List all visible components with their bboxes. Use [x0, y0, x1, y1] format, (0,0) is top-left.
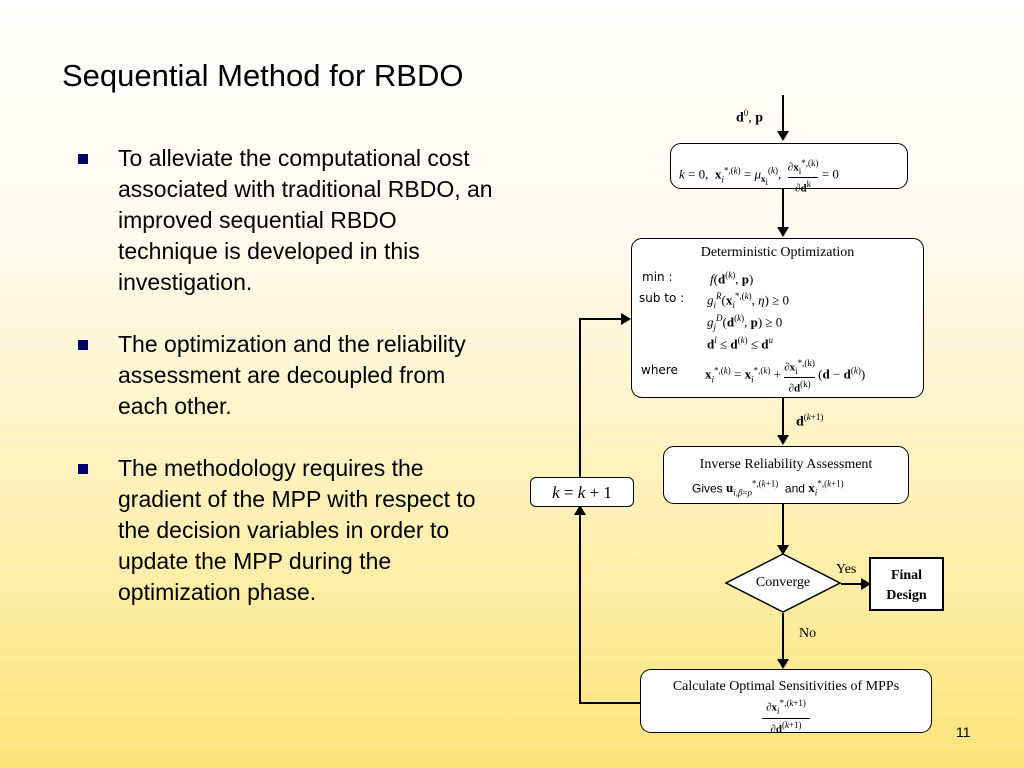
connector	[579, 318, 621, 320]
inverse-reliability-output: Gives ui,β=ρ*,(k+1) and xi*,(k+1)	[692, 479, 844, 498]
min-key: min :	[642, 270, 673, 284]
where-key: where	[641, 363, 678, 377]
and-label: and	[784, 481, 805, 496]
subto-key: sub to :	[639, 291, 685, 305]
input-label: d0, p	[736, 108, 764, 126]
connector	[841, 583, 861, 585]
arrowhead-icon	[777, 227, 789, 237]
connector	[782, 504, 784, 545]
connector	[579, 505, 581, 703]
inverse-reliability-title: Inverse Reliability Assessment	[699, 457, 873, 472]
sensitivities-math: ∂xi*,(k+1) ∂d(k+1)	[641, 697, 931, 737]
sensitivities-box: Calculate Optimal Sensitivities of MPPs …	[640, 669, 932, 736]
bullet-text: The methodology requires the gradient of…	[118, 455, 476, 605]
bullet-item: The optimization and the reliability ass…	[78, 329, 498, 422]
gives-label: Gives	[692, 481, 723, 496]
slide-title: Sequential Method for RBDO	[62, 58, 464, 93]
connector	[782, 95, 784, 131]
constraint-math-3: dl ≤ d(k) ≤ du	[707, 335, 773, 352]
objective-math: f(d(k), p)	[710, 270, 754, 287]
yes-label: Yes	[836, 562, 857, 577]
no-label: No	[799, 626, 817, 641]
connector	[782, 189, 784, 227]
bullet-item: The methodology requires the gradient of…	[78, 453, 498, 608]
loop-increment-math: k = k + 1	[552, 483, 612, 502]
bullet-text: To alleviate the computational cost asso…	[118, 145, 493, 295]
connector	[782, 613, 784, 659]
arrowhead-icon	[777, 545, 789, 555]
square-bullet-icon	[78, 154, 88, 164]
deterministic-optimization-title: Deterministic Optimization	[700, 245, 855, 260]
connector	[579, 318, 581, 477]
converge-label: Converge	[755, 575, 811, 590]
bullet-item: To alleviate the computational cost asso…	[78, 143, 498, 298]
inverse-reliability-box: Inverse Reliability Assessment Gives ui,…	[663, 446, 909, 504]
constraint-math-2: gjD(d(k), p) ≥ 0	[707, 313, 783, 332]
arrowhead-icon	[574, 505, 586, 515]
sensitivities-title: Calculate Optimal Sensitivities of MPPs	[672, 679, 900, 694]
deterministic-optimization-box: Deterministic Optimization min : f(d(k),…	[631, 238, 924, 398]
arrowhead-icon	[777, 659, 789, 669]
edge-label-d-k-plus-1: d(k+1)	[796, 412, 824, 430]
page-number: 11	[956, 724, 971, 740]
connector	[579, 702, 640, 704]
arrowhead-icon	[861, 578, 871, 590]
constraint-math-1: giR(xi*,(k), η) ≥ 0	[707, 291, 790, 310]
where-math: xi*,(k) = xi*,(k) + ∂xi*,(k) ∂d(k) (d − …	[705, 358, 866, 395]
init-box: k = 0, xi*,(k) = μxi(k), ∂xi*,(k) ∂dk = …	[670, 143, 908, 195]
arrowhead-icon	[777, 435, 789, 445]
connector	[782, 398, 784, 435]
square-bullet-icon	[78, 340, 88, 350]
bullet-list: To alleviate the computational cost asso…	[78, 143, 498, 639]
loop-increment-box: k = k + 1	[530, 477, 634, 507]
bullet-text: The optimization and the reliability ass…	[118, 331, 466, 419]
arrowhead-icon	[777, 131, 789, 141]
converge-decision: Converge	[725, 553, 841, 613]
init-box-math: k = 0, xi*,(k) = μxi(k), ∂xi*,(k) ∂dk = …	[679, 158, 839, 195]
square-bullet-icon	[78, 464, 88, 474]
arrowhead-icon	[621, 313, 631, 325]
